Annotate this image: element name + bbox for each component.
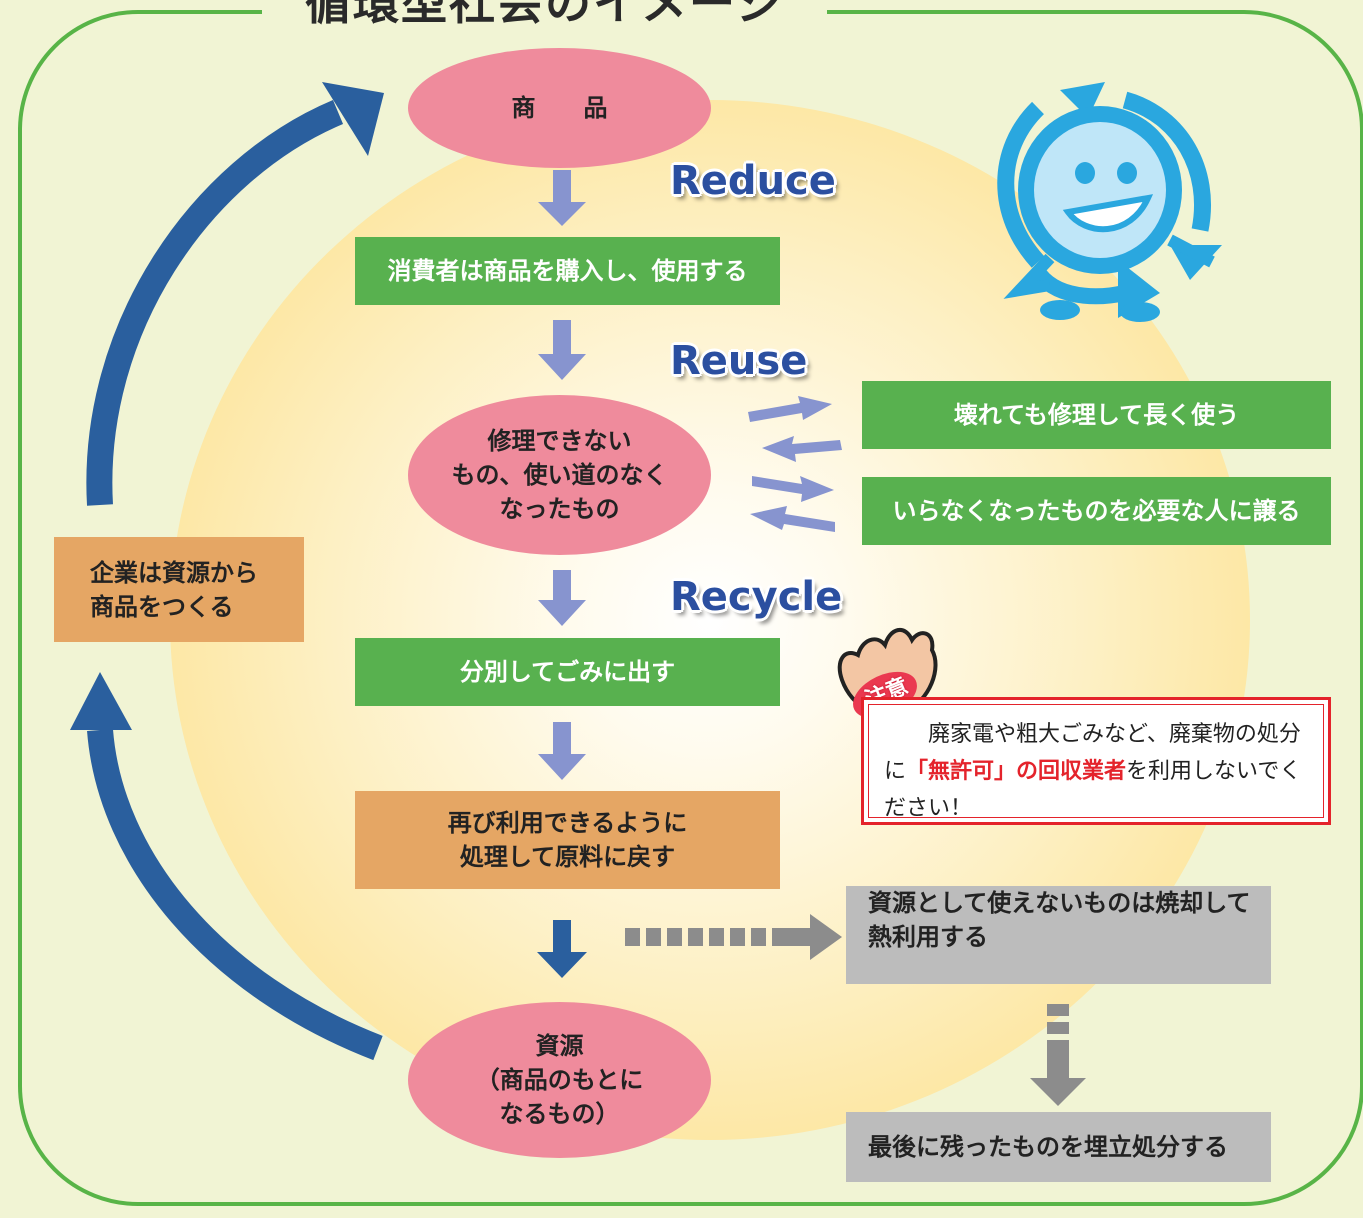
product-label: 商 品: [511, 94, 608, 122]
unusable-node: 修理できない もの、使い道のなく なったもの: [408, 395, 711, 555]
give-box: いらなくなったものを必要な人に譲る: [862, 477, 1331, 545]
reduce-label: Reduce: [670, 158, 836, 204]
process-line-2: 処理して原料に戻す: [459, 843, 676, 871]
process-box: 再び利用できるように 処理して原料に戻す: [355, 791, 780, 889]
down-arrow-1: [538, 170, 586, 226]
down-arrow-4: [538, 722, 586, 780]
cycle-arrow-up: [86, 100, 344, 506]
incinerate-line-2: 熱利用する: [868, 923, 988, 951]
resource-line-2: （商品のもとに: [475, 1066, 644, 1094]
warning-text-post: を利用しないでください！: [884, 759, 1302, 821]
cycle-arrow-return-head: [70, 672, 132, 730]
unusable-line-2: もの、使い道のなく: [451, 461, 668, 489]
reuse-label: Reuse: [670, 338, 808, 384]
exchange-arrow-3: [752, 476, 834, 502]
cycle-arrow-return: [87, 728, 383, 1061]
down-arrows: [538, 170, 586, 780]
dashed-arrow-right: [625, 914, 842, 960]
incinerate-box: 資源として使えないものは焼却して 熱利用する: [846, 886, 1271, 984]
down-arrow-2: [538, 320, 586, 380]
warning-text-pre: 廃家電や粗大ごみなど、廃棄物の処分に: [884, 722, 1301, 784]
down-arrow-3: [538, 570, 586, 626]
process-line-1: 再び利用できるように: [447, 809, 688, 837]
company-line-1: 企業は資源から: [90, 558, 258, 587]
unusable-line-3: なったもの: [499, 495, 620, 523]
title-mask: [262, 0, 827, 26]
down-arrow-5: [537, 920, 587, 978]
sort-box: 分別してごみに出す: [355, 638, 780, 706]
warning-text-emphasis: 「無許可」の回収業者: [906, 759, 1127, 784]
consumer-box: 消費者は商品を購入し、使用する: [355, 237, 780, 305]
resource-line-3: なるもの）: [499, 1100, 620, 1128]
resource-node: 資源 （商品のもとに なるもの）: [408, 1002, 711, 1158]
company-line-2: 商品をつくる: [90, 592, 234, 621]
exchange-arrow-2: [762, 436, 842, 462]
warning-box: 廃家電や粗大ごみなど、廃棄物の処分に「無許可」の回収業者を利用しないでください！: [861, 697, 1331, 825]
repair-box: 壊れても修理して長く使う: [862, 381, 1331, 449]
warning-text: 廃家電や粗大ごみなど、廃棄物の処分に「無許可」の回収業者を利用しないでください！: [884, 716, 1314, 827]
warning-inner-border: [868, 704, 1324, 818]
incinerate-line-1: 資源として使えないものは焼却して: [868, 889, 1251, 917]
recycle-label: Recycle: [670, 574, 843, 620]
exchange-arrows: [748, 396, 842, 532]
resource-line-1: 資源: [535, 1032, 584, 1060]
exchange-arrow-1: [748, 396, 832, 422]
cycle-arrow-up-head: [322, 82, 384, 156]
unusable-line-1: 修理できない: [487, 427, 632, 455]
dashed-arrow-down: [1030, 1004, 1086, 1106]
product-node: 商 品: [408, 48, 711, 168]
recycle-mascot-icon: [997, 82, 1222, 322]
diagram-title: 循環型社会のイメージ: [304, 0, 785, 30]
company-box: 企業は資源から 商品をつくる: [54, 537, 304, 642]
landfill-box: 最後に残ったものを埋立処分する: [846, 1112, 1271, 1182]
exchange-arrow-4: [750, 506, 835, 532]
